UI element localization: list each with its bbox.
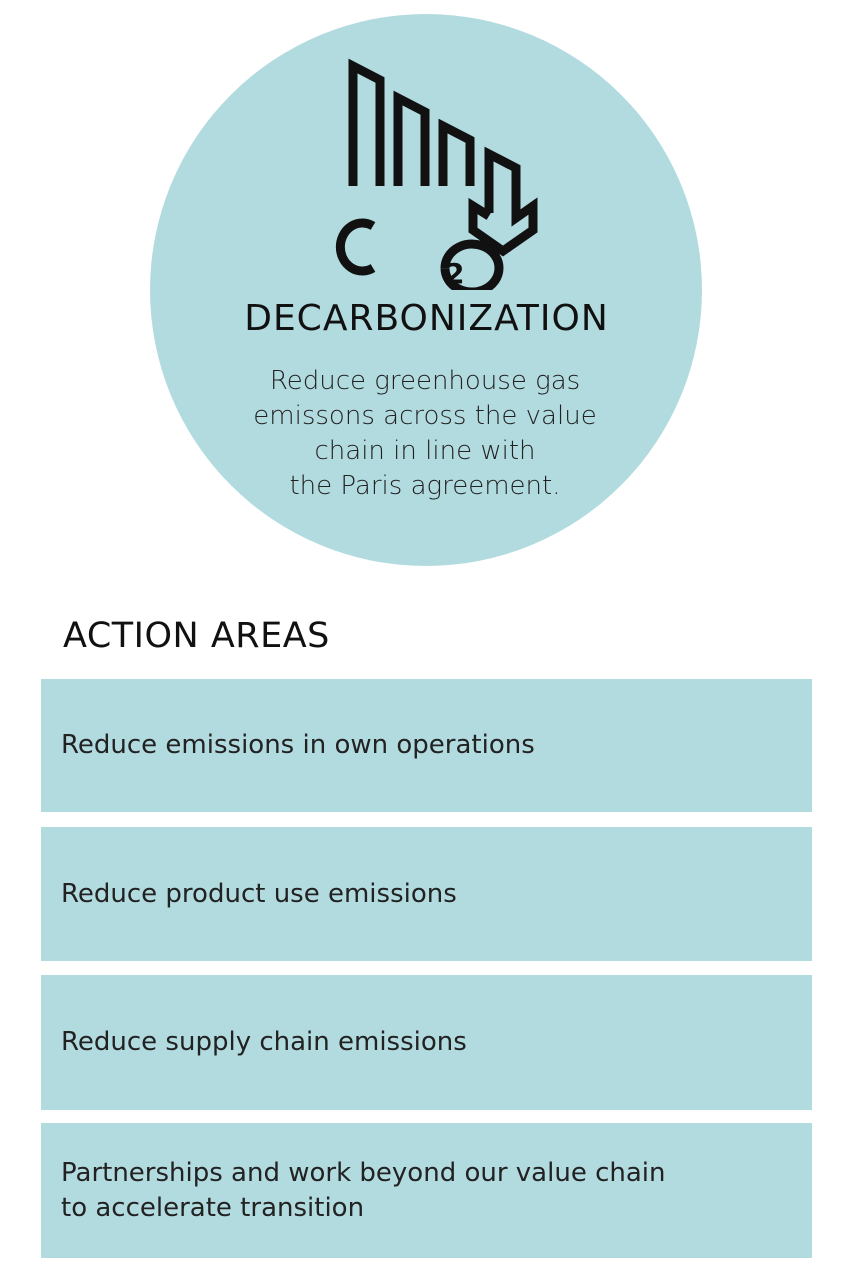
hero-title: DECARBONIZATION xyxy=(244,298,609,339)
co2-reduction-icon: 2 xyxy=(335,58,538,290)
action-area-label: Partnerships and work beyond our value c… xyxy=(61,1157,666,1188)
action-area-partnerships: Partnerships and work beyond our value c… xyxy=(41,1123,812,1258)
hero-circle xyxy=(150,14,702,566)
action-area-label: Reduce emissions in own operations xyxy=(61,730,535,760)
description-line: chain in line with xyxy=(314,436,536,466)
action-area-supply-chain: Reduce supply chain emissions xyxy=(41,975,812,1110)
action-area-own-operations: Reduce emissions in own operations xyxy=(41,679,812,812)
action-area-product-use: Reduce product use emissions xyxy=(41,827,812,961)
action-area-label: Reduce supply chain emissions xyxy=(61,1027,467,1057)
hero-description: Reduce greenhouse gas emissons across th… xyxy=(200,364,650,504)
description-line: emissons across the value xyxy=(253,401,597,431)
svg-text:2: 2 xyxy=(445,257,464,290)
description-line: Reduce greenhouse gas xyxy=(269,366,581,396)
description-line: the Paris agreement. xyxy=(289,471,561,501)
action-area-label: to accelerate transition xyxy=(61,1192,365,1223)
action-area-label: Reduce product use emissions xyxy=(61,878,457,909)
action-areas-title: ACTION AREAS xyxy=(63,616,330,656)
